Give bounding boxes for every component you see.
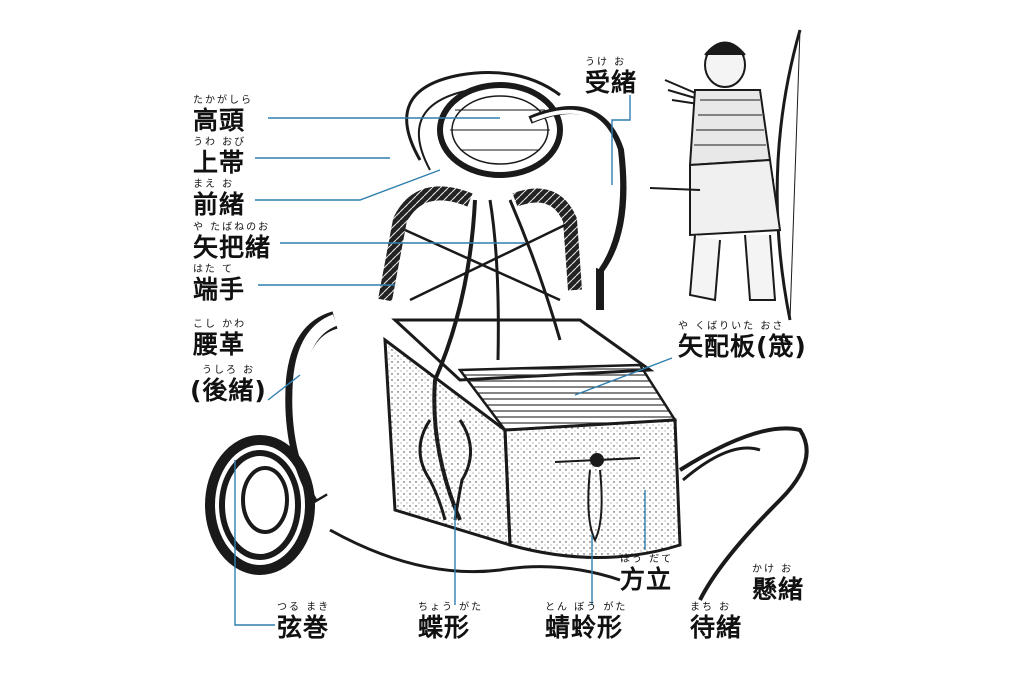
ruby-kakeo: かけ お — [752, 564, 794, 575]
leader-koshikawa — [267, 374, 301, 401]
label-maeo: まえ お 前緒 — [193, 179, 246, 219]
leader-yakubariita — [574, 357, 673, 396]
text-kakeo: 懸緒 — [752, 575, 805, 604]
ruby-yatabaneno: や たばねのお — [193, 222, 271, 233]
text-maeo: 前緒 — [193, 190, 246, 219]
label-machio: まち お 待緒 — [690, 602, 743, 642]
leader-lines — [234, 95, 673, 626]
ruby-maeo: まえ お — [193, 179, 235, 190]
ruby-koshikawa: こし かわ — [193, 319, 247, 330]
label-chougata: ちょう がた 蝶形 — [418, 602, 484, 642]
text-ukeo: 受緒 — [585, 68, 638, 97]
text-uwaobi: 上帯 — [193, 148, 246, 177]
text-chougata: 蝶形 — [418, 613, 471, 642]
label-tsurumaki: つる まき 弦巻 — [277, 602, 331, 642]
ruby-yakubariita: や くばりいた おさ — [678, 321, 785, 332]
label-kakeo: かけ お 懸緒 — [752, 564, 805, 604]
label-ukeo: うけ お 受緒 — [585, 57, 638, 97]
ruby-hatate: はた て — [193, 264, 234, 275]
text-koshikawa: 腰革 — [193, 330, 246, 359]
leader-tsurumaki — [234, 460, 275, 626]
text-yatabaneno: 矢把緒 — [193, 233, 272, 262]
leader-maeo — [255, 169, 441, 201]
text-ushiroo: (後緒) — [190, 376, 267, 405]
label-tonbogata: とん ぼう がた 蜻蛉形 — [545, 602, 628, 642]
ruby-ushiroo: うしろ お — [202, 365, 256, 376]
ruby-tsurumaki: つる まき — [277, 602, 331, 613]
text-tonbogata: 蜻蛉形 — [545, 613, 624, 642]
text-houdate: 方立 — [620, 565, 673, 594]
ruby-ukeo: うけ お — [585, 57, 627, 68]
quiver-illustration — [205, 71, 809, 601]
label-houdate: ほう だて 方立 — [620, 554, 674, 594]
text-tsurumaki: 弦巻 — [277, 613, 330, 642]
label-yakubariita: や くばりいた おさ 矢配板(筬) — [678, 321, 807, 361]
ruby-chougata: ちょう がた — [418, 602, 484, 613]
ruby-houdate: ほう だて — [620, 554, 674, 565]
leader-ukeo — [611, 95, 631, 185]
text-yakubariita: 矢配板(筬) — [678, 332, 807, 361]
label-takagashira: たかがしら 高頭 — [193, 95, 253, 135]
label-yatabaneno: や たばねのお 矢把緒 — [193, 222, 272, 262]
text-machio: 待緒 — [690, 613, 743, 642]
ruby-takagashira: たかがしら — [193, 95, 253, 106]
archer-figure — [649, 29, 802, 321]
label-ushiroo: うしろ お (後緒) — [190, 365, 267, 405]
ruby-uwaobi: うわ おび — [193, 137, 247, 148]
label-hatate: はた て 端手 — [193, 264, 246, 304]
ruby-tonbogata: とん ぼう がた — [545, 602, 628, 613]
label-uwaobi: うわ おび 上帯 — [193, 137, 247, 177]
ruby-machio: まち お — [690, 602, 732, 613]
text-hatate: 端手 — [193, 275, 246, 304]
text-takagashira: 高頭 — [193, 106, 246, 135]
label-koshikawa: こし かわ 腰革 — [193, 319, 247, 359]
